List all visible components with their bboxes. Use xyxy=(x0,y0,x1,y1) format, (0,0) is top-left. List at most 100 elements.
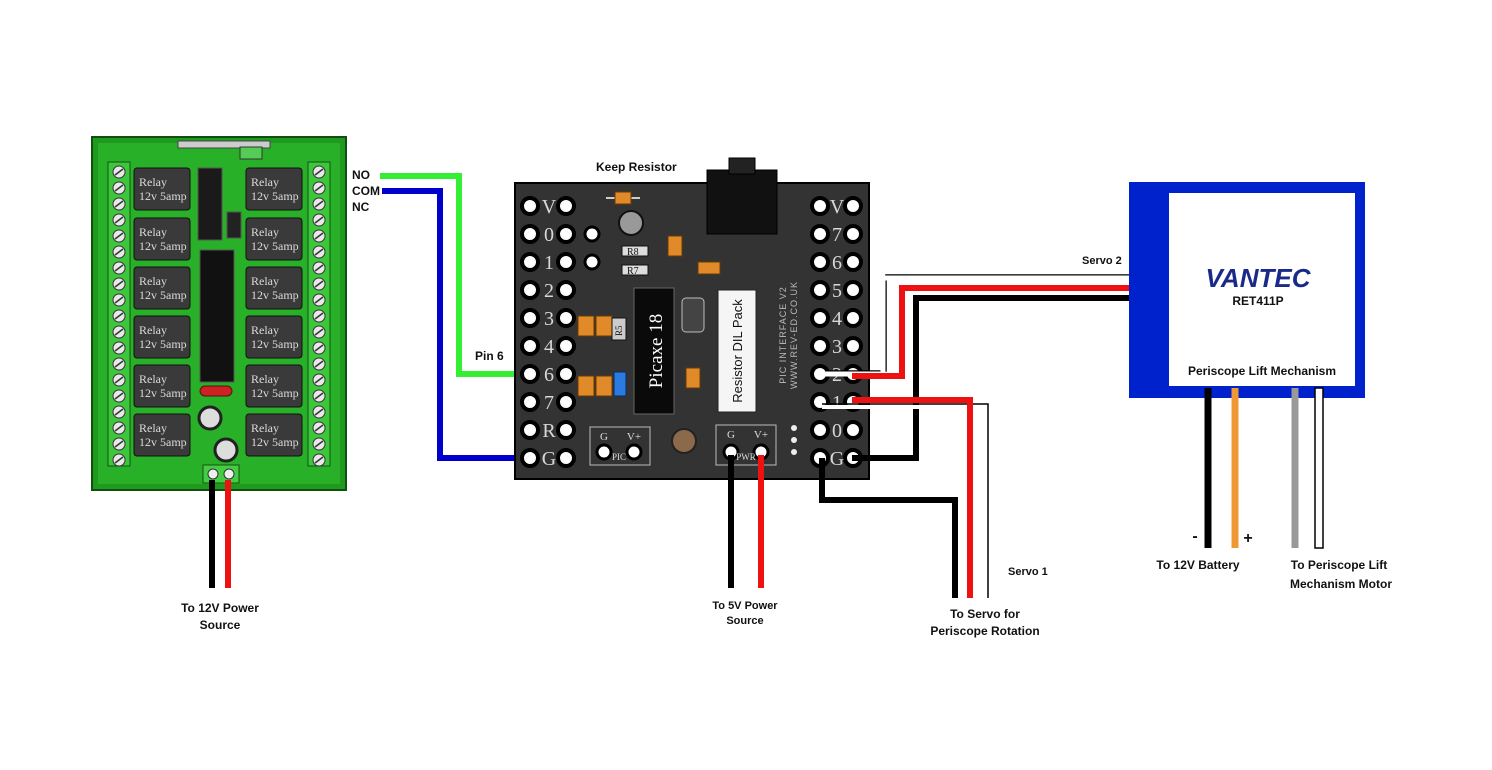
vantec-logo: VANTEC xyxy=(1206,263,1312,293)
servo1-label: Servo 1 xyxy=(1008,566,1048,578)
relay-screw-slot xyxy=(114,328,124,336)
relay-screw-slot xyxy=(314,328,324,336)
relay-screw-slot xyxy=(314,216,324,224)
vantec-module: VANTEC RET411P Periscope Lift Mechanism xyxy=(1129,182,1365,398)
relay-screw-slot xyxy=(114,168,124,176)
picaxe-chip xyxy=(633,287,675,415)
right-pin-hole-outer xyxy=(843,336,863,356)
relay-power-screw-1 xyxy=(207,468,219,480)
right-pin-label-g: G xyxy=(830,448,844,470)
resistor-dil-pack-label: Resistor DIL Pack xyxy=(730,299,745,403)
pic-label: PIC xyxy=(612,452,626,462)
left-pin-hole-inner xyxy=(556,196,576,216)
small-dot xyxy=(791,449,797,455)
left-pin-label-0: 0 xyxy=(544,224,554,246)
relay-12-label: Relay xyxy=(251,421,279,435)
relay-screw-slot xyxy=(314,168,324,176)
relay-mount-hole-2 xyxy=(213,437,239,463)
extra-holes xyxy=(583,225,797,455)
relay-4-label: Relay xyxy=(139,323,167,337)
left-pin-label-4: 4 xyxy=(544,336,554,358)
power-jack xyxy=(706,169,778,235)
relay-screw-slot xyxy=(114,408,124,416)
vantec-model: RET411P xyxy=(1232,294,1283,308)
relay-screw-slot xyxy=(314,184,324,192)
motor-label-line1: To Periscope Lift xyxy=(1291,558,1387,572)
relay-11-label: Relay xyxy=(251,372,279,386)
resistor-r7 xyxy=(621,264,649,276)
right-pin-label-7: 7 xyxy=(832,224,842,246)
orange-resistor-2 xyxy=(697,261,721,275)
relay-screw-slot xyxy=(314,376,324,384)
battery-minus: - xyxy=(1192,528,1197,545)
orange-resistor-4 xyxy=(595,315,613,337)
left-pin-label-1: 1 xyxy=(544,252,554,274)
right-pin-hole-inner xyxy=(810,196,830,216)
right-pin-hole-inner xyxy=(810,308,830,328)
resistor-r5 xyxy=(611,317,627,341)
right-pin-hole-inner xyxy=(810,224,830,244)
left-pin-hole-inner xyxy=(556,280,576,300)
relay-terminals-right xyxy=(312,165,326,467)
left-pin-hole-outer xyxy=(520,448,540,468)
left-pin-hole-inner xyxy=(556,336,576,356)
vantec-mechanism-label: Periscope Lift Mechanism xyxy=(1188,364,1336,378)
pic-header-label-v: V+ xyxy=(627,431,641,443)
right-pin-label-0: 0 xyxy=(832,420,842,442)
relay-screw-slot xyxy=(114,456,124,464)
right-pin-hole-outer xyxy=(843,308,863,328)
right-pin-label-v: V xyxy=(830,196,845,218)
relay-screw-slot xyxy=(314,424,324,432)
relay-7-rating: 12v 5amp xyxy=(251,189,299,203)
left-pin-label-6: 6 xyxy=(544,364,554,386)
left-pin-label-2: 2 xyxy=(544,280,554,302)
relay-2-label: Relay xyxy=(139,225,167,239)
relay-screw-slot xyxy=(114,360,124,368)
contact-label-no: NO xyxy=(352,168,370,182)
motor-wire-white xyxy=(1314,387,1324,549)
relay-screw-slot xyxy=(314,200,324,208)
right-pin-hole-outer xyxy=(843,420,863,440)
servo2-wire-red xyxy=(852,285,1168,379)
right-pin-label-5: 5 xyxy=(832,280,842,302)
board-text-line1: PIC INTERFACE V2 xyxy=(778,286,788,384)
resistor-r8 xyxy=(621,245,649,257)
right-pin-hole-inner xyxy=(810,280,830,300)
pin6-label: Pin 6 xyxy=(475,349,504,363)
servo-rotation-label-line2: Periscope Rotation xyxy=(930,624,1039,638)
relay-8-rating: 12v 5amp xyxy=(251,239,299,253)
right-pin-label-1: 1 xyxy=(832,392,842,414)
relay-6-rating: 12v 5amp xyxy=(139,435,187,449)
left-pin-hole-inner xyxy=(556,308,576,328)
board-text-line2: WWW.REV-ED.CO.UK xyxy=(789,281,799,389)
relay-3-label: Relay xyxy=(139,274,167,288)
relay-7-label: Relay xyxy=(251,175,279,189)
pic-header-hole-v xyxy=(625,443,643,461)
servo2-wire-white-outline xyxy=(825,274,1168,372)
relay-mount-hole-1 xyxy=(197,405,223,431)
relay-screw-slot xyxy=(314,296,324,304)
relay-screw-slot xyxy=(314,408,324,416)
relay-driver-chip-small xyxy=(197,167,223,241)
relay-11-rating: 12v 5amp xyxy=(251,386,299,400)
left-pin-label-g: G xyxy=(542,448,556,470)
orange-resistor-1 xyxy=(667,235,683,257)
battery-plus: + xyxy=(1243,530,1252,547)
relay-6-label: Relay xyxy=(139,421,167,435)
servo-rotation-label-line1: To Servo for xyxy=(950,607,1020,621)
left-pin-hole-inner xyxy=(556,364,576,384)
relay-screw-slot xyxy=(114,232,124,240)
left-pin-hole-inner xyxy=(556,448,576,468)
relay-power-label-line2: Source xyxy=(200,618,241,632)
keep-resistor-label: Keep Resistor xyxy=(596,160,677,174)
relay-screw-slot xyxy=(314,344,324,352)
left-pin-hole-inner xyxy=(556,392,576,412)
reset-button-cap xyxy=(618,210,644,236)
right-pin-label-4: 4 xyxy=(832,308,842,330)
